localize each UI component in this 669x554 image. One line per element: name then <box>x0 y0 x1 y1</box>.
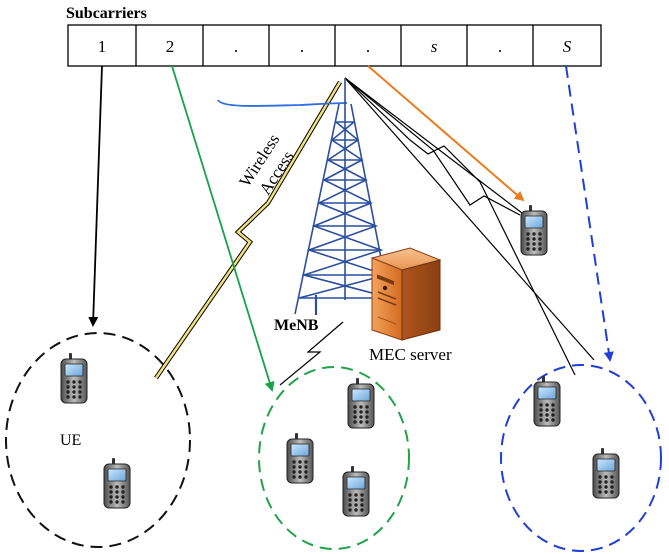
mobile-phone-icon <box>592 447 620 499</box>
ue-cluster-middle <box>258 366 410 550</box>
mec-server-label: MEC server <box>369 345 452 364</box>
mobile-phone-icon <box>347 377 375 429</box>
ue-cluster-right <box>500 364 662 552</box>
mobile-phone-icon <box>342 465 370 517</box>
tower-links <box>344 77 595 376</box>
menb-link <box>279 321 344 386</box>
wireless-access-link <box>154 80 342 380</box>
mobile-phone-icon <box>286 432 314 484</box>
arrow-subcarrier-1 <box>88 65 103 327</box>
subcarrier-cell-3: . <box>234 37 238 56</box>
menb-label: MeNB <box>274 317 319 334</box>
mobile-phone-icon <box>60 352 88 404</box>
subcarrier-row: 1 2 . . . s . S <box>67 24 602 67</box>
subcarriers-title: Subcarriers <box>66 5 147 22</box>
mobile-phone-icon <box>103 457 131 509</box>
mobile-phone-icon <box>520 204 548 256</box>
server-icon <box>370 247 442 341</box>
ue-label: UE <box>60 432 81 449</box>
subcarrier-cell-1: 1 <box>98 37 107 56</box>
ue-cluster-left <box>5 332 191 548</box>
arrow-subcarrier-S <box>565 65 614 362</box>
wireless-access-label: Wireless Access <box>235 131 297 199</box>
subcarrier-cell-7: . <box>498 37 502 56</box>
arrow-subcarrier-orange <box>367 65 525 202</box>
mobile-phone-icon <box>533 375 561 427</box>
cell-tower-icon <box>294 78 393 315</box>
subcarrier-cell-6: s <box>431 37 438 56</box>
subcarrier-cell-2: 2 <box>166 37 175 56</box>
arrow-subcarrier-2 <box>171 65 275 392</box>
subcarrier-cell-8: S <box>563 37 572 56</box>
subcarrier-cell-5: . <box>366 37 370 56</box>
subcarrier-cell-4: . <box>300 37 304 56</box>
blue-curve <box>217 99 348 107</box>
